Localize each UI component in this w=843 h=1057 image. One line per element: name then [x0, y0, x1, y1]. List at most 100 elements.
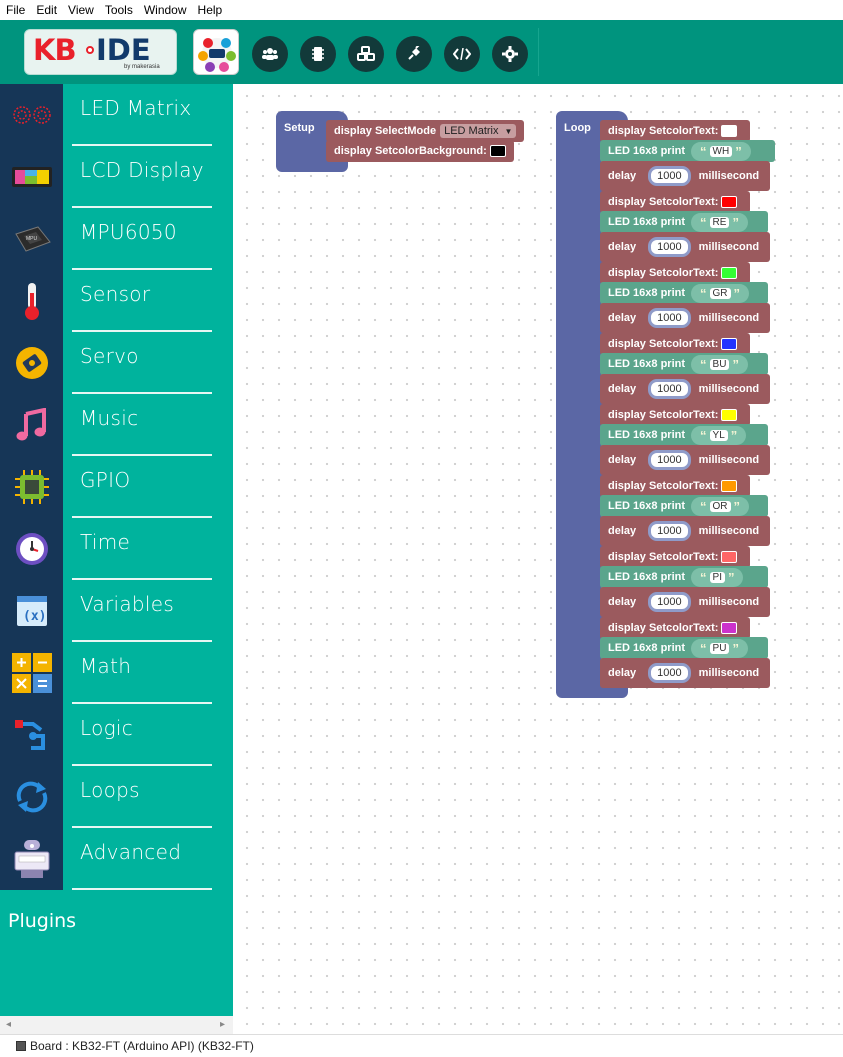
set-background-block[interactable]: display SetcolorBackground: [326, 140, 514, 162]
set-color-text-block[interactable]: display SetcolorText: [600, 404, 750, 426]
string-value[interactable]: “YL” [691, 425, 747, 445]
color-swatch[interactable] [721, 196, 738, 208]
delay-number-input[interactable]: 1000 [648, 521, 691, 541]
delay-number-input[interactable]: 1000 [648, 450, 691, 470]
set-color-text-block[interactable]: display SetcolorText: [600, 333, 750, 355]
delay-number-input[interactable]: 1000 [648, 308, 691, 328]
string-value[interactable]: “BU” [691, 354, 748, 374]
logo-kb: KB [33, 33, 77, 67]
delay-number-input[interactable]: 1000 [648, 592, 691, 612]
menu-window[interactable]: Window [143, 3, 187, 17]
community-logo-icon[interactable] [193, 29, 239, 75]
color-swatch[interactable] [489, 145, 506, 157]
string-text[interactable]: YL [709, 429, 728, 441]
category-logic[interactable]: Logic [0, 704, 233, 766]
string-value[interactable]: “GR” [691, 283, 750, 303]
string-value[interactable]: “PU” [691, 638, 748, 658]
color-swatch[interactable] [721, 125, 738, 137]
category-label: Time [80, 530, 131, 554]
category-variables[interactable]: (x) Variables [0, 580, 233, 642]
category-time[interactable]: Time [0, 518, 233, 580]
string-value[interactable]: “OR” [691, 496, 750, 516]
set-color-text-block[interactable]: display SetcolorText: [600, 191, 750, 213]
color-swatch[interactable] [721, 480, 738, 492]
led-print-block[interactable]: LED 16x8 print“BU” [600, 353, 768, 375]
menu-help[interactable]: Help [197, 3, 223, 17]
led-print-block[interactable]: LED 16x8 print“GR” [600, 282, 768, 304]
led-print-block[interactable]: LED 16x8 print“PU” [600, 637, 768, 659]
string-text[interactable]: WH [709, 145, 733, 157]
loops-icon [0, 766, 63, 828]
category-sensor[interactable]: Sensor [0, 270, 233, 332]
category-mpu6050[interactable]: MPU MPU6050 [0, 208, 233, 270]
scroll-left-icon[interactable]: ◂ [6, 1019, 12, 1030]
string-value[interactable]: “RE” [691, 212, 748, 232]
string-value[interactable]: “WH” [691, 141, 751, 161]
menu-file[interactable]: File [6, 3, 26, 17]
string-text[interactable]: PI [709, 571, 725, 583]
color-swatch[interactable] [721, 551, 738, 563]
string-value[interactable]: “PI” [691, 567, 744, 587]
delay-number-input[interactable]: 1000 [648, 166, 691, 186]
category-gpio[interactable]: GPIO [0, 456, 233, 518]
delay-label: delay [608, 383, 637, 395]
led-print-block[interactable]: LED 16x8 print“YL” [600, 424, 768, 446]
blockly-workspace[interactable]: Setup display SelectMode LED Matrix ▼ di… [233, 84, 843, 1034]
color-swatch[interactable] [721, 338, 738, 350]
category-led-matrix[interactable]: LED Matrix [0, 84, 233, 146]
set-color-text-block[interactable]: display SetcolorText: [600, 546, 750, 568]
category-math[interactable]: Math [0, 642, 233, 704]
mode-dropdown[interactable]: LED Matrix ▼ [440, 124, 517, 138]
chip-icon[interactable] [300, 36, 336, 72]
set-color-text-block[interactable]: display SetcolorText: [600, 120, 750, 142]
math-icon [0, 642, 63, 704]
string-text[interactable]: GR [709, 287, 731, 299]
color-swatch[interactable] [721, 622, 738, 634]
category-servo[interactable]: Servo [0, 332, 233, 394]
category-advanced[interactable]: Advanced [0, 828, 233, 890]
set-color-text-label: display SetcolorText: [608, 409, 719, 421]
status-bar: Board : KB32-FT (Arduino API) (KB32-FT) [0, 1034, 843, 1057]
color-swatch[interactable] [721, 267, 738, 279]
delay-number-input[interactable]: 1000 [648, 237, 691, 257]
set-color-text-block[interactable]: display SetcolorText: [600, 617, 750, 639]
delay-unit-label: millisecond [698, 667, 760, 679]
plugins-section[interactable]: Plugins [0, 890, 233, 1016]
led-print-block[interactable]: LED 16x8 print“OR” [600, 495, 768, 517]
category-lcd-display[interactable]: LCD Display [0, 146, 233, 208]
plug-icon[interactable] [396, 36, 432, 72]
delay-number-input[interactable]: 1000 [648, 663, 691, 683]
led-print-block[interactable]: LED 16x8 print“WH” [600, 140, 775, 162]
menu-tools[interactable]: Tools [104, 3, 133, 17]
horizontal-scrollbar[interactable]: ◂ ▸ [0, 1016, 233, 1034]
scroll-right-icon[interactable]: ▸ [220, 1019, 226, 1030]
cubes-icon[interactable] [348, 36, 384, 72]
category-music[interactable]: Music [0, 394, 233, 456]
menu-view[interactable]: View [68, 3, 94, 17]
led-print-block[interactable]: LED 16x8 print“RE” [600, 211, 768, 233]
string-text[interactable]: PU [709, 642, 730, 654]
code-icon[interactable] [444, 36, 480, 72]
select-mode-block[interactable]: display SelectMode LED Matrix ▼ [326, 120, 524, 142]
menu-edit[interactable]: Edit [36, 3, 58, 17]
string-text[interactable]: RE [709, 216, 730, 228]
string-text[interactable]: BU [709, 358, 730, 370]
close-quote-icon: ” [732, 214, 739, 230]
category-loops[interactable]: Loops [0, 766, 233, 828]
set-color-text-block[interactable]: display SetcolorText: [600, 475, 750, 497]
gear-icon[interactable] [492, 36, 528, 72]
string-text[interactable]: OR [709, 500, 731, 512]
led-print-block[interactable]: LED 16x8 print“PI” [600, 566, 768, 588]
color-swatch[interactable] [721, 409, 738, 421]
set-color-text-block[interactable]: display SetcolorText: [600, 262, 750, 284]
users-icon[interactable] [252, 36, 288, 72]
delay-number-input[interactable]: 1000 [648, 379, 691, 399]
